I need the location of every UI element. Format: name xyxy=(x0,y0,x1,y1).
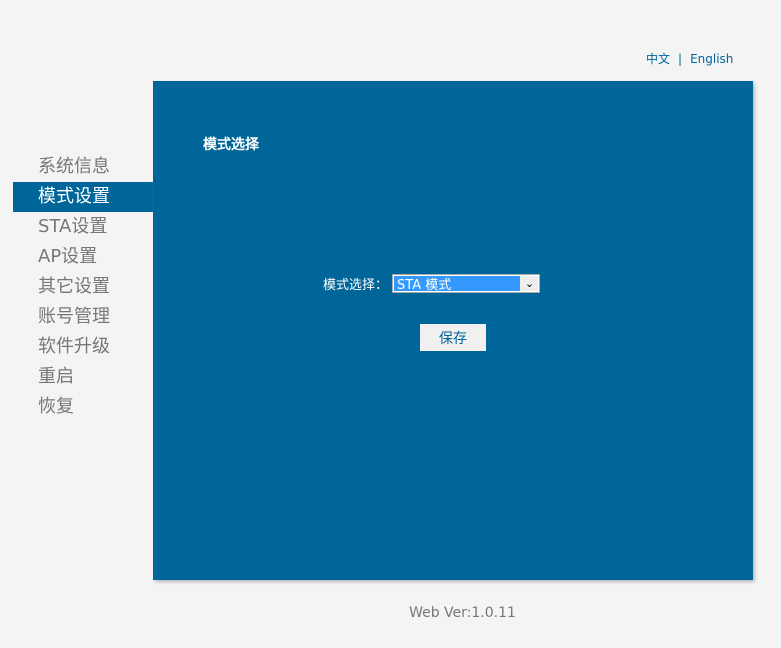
sidebar-item-account[interactable]: 账号管理 xyxy=(38,306,110,327)
sidebar: 系统信息 模式设置 STA设置 AP设置 其它设置 账号管理 软件升级 重启 恢… xyxy=(13,152,153,422)
mode-select-value: STA 模式 xyxy=(397,278,452,293)
page-title: 模式选择 xyxy=(203,137,259,153)
save-button[interactable]: 保存 xyxy=(420,324,486,351)
sidebar-item-system-info[interactable]: 系统信息 xyxy=(38,156,110,177)
main-panel: 模式选择 模式选择： STA 模式 ⌄ 保存 xyxy=(153,81,753,580)
sidebar-item-ap-settings[interactable]: AP设置 xyxy=(38,246,98,267)
sidebar-item-restore[interactable]: 恢复 xyxy=(38,396,74,417)
mode-row: 模式选择： STA 模式 ⌄ xyxy=(323,274,541,293)
lang-separator: | xyxy=(678,52,683,66)
sidebar-item-upgrade[interactable]: 软件升级 xyxy=(38,336,110,357)
sidebar-item-mode-settings[interactable]: 模式设置 xyxy=(13,182,153,212)
version-text: Web Ver:1.0.11 xyxy=(409,605,516,621)
language-switch: 中文 | English xyxy=(646,50,733,67)
mode-select[interactable]: STA 模式 ⌄ xyxy=(392,274,541,293)
lang-english-link[interactable]: English xyxy=(690,52,734,66)
lang-chinese-link[interactable]: 中文 xyxy=(646,52,671,66)
sidebar-item-other-settings[interactable]: 其它设置 xyxy=(38,276,110,297)
chevron-down-icon[interactable]: ⌄ xyxy=(519,275,540,292)
sidebar-item-sta-settings[interactable]: STA设置 xyxy=(38,216,108,237)
mode-label: 模式选择： xyxy=(323,278,389,293)
sidebar-item-reboot[interactable]: 重启 xyxy=(38,366,74,387)
